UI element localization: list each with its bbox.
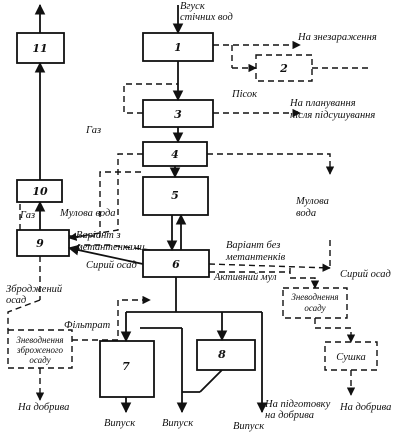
label-planning-1: На планування xyxy=(289,98,356,109)
block-6-number: 6 xyxy=(172,258,180,271)
block-4-number: 4 xyxy=(171,148,179,161)
label-variant-without-1: Варіант без xyxy=(226,240,280,251)
label-sludge-water-right-1: Мулова xyxy=(295,196,329,207)
label-prep-2: на добрива xyxy=(265,410,314,421)
label-raw-sediment-right: Сирий осад xyxy=(340,269,391,280)
main-flow-lines xyxy=(34,3,268,414)
label-raw-sediment-left: Сирий осад xyxy=(86,260,137,271)
block-7: 7 xyxy=(99,340,155,398)
block-6: 6 xyxy=(142,249,210,278)
label-fertilizer-left: На добрива xyxy=(17,402,69,413)
block-2: 2 xyxy=(255,54,313,82)
label-fermented-2: осад xyxy=(6,295,26,306)
block-11: 11 xyxy=(16,32,65,64)
label-variant-with-2: метантенками xyxy=(75,242,145,253)
block-5-number: 5 xyxy=(171,189,179,202)
label-inlet-2: стічних вод xyxy=(180,12,233,23)
block-5: 5 xyxy=(142,176,209,216)
dewatering-fermented-line-1: Зневоднення xyxy=(16,335,63,345)
block-3-number: 3 xyxy=(174,108,182,121)
label-filtrate: Фільтрат xyxy=(64,320,111,331)
block-1: 1 xyxy=(142,32,214,62)
label-sludge-water-left: Мулова вода xyxy=(59,208,116,219)
dewatering-right-line-2: осаду xyxy=(304,303,325,313)
block-8: 8 xyxy=(196,339,256,371)
block-9: 9 xyxy=(16,229,70,257)
labels: Вгуск стічних вод На знезараження Пісок … xyxy=(6,1,391,432)
block-3: 3 xyxy=(142,99,214,128)
block-drying: Сушка xyxy=(324,341,378,371)
label-inlet-1: Вгуск xyxy=(180,1,205,12)
label-activated-sludge: Активний мул xyxy=(213,272,277,283)
label-fermented-1: Зброджений xyxy=(6,284,63,295)
dewatering-fermented-line-2: зброженого xyxy=(16,345,64,355)
block-1-number: 1 xyxy=(174,41,182,54)
label-variant-with-1: Варіант з xyxy=(76,230,121,241)
block-4: 4 xyxy=(142,141,208,167)
label-prep-1: На підготовку xyxy=(264,399,331,410)
drying-label: Сушка xyxy=(336,352,366,363)
label-variant-without-2: метантенків xyxy=(225,252,286,263)
label-gas-lower: Газ xyxy=(19,210,35,221)
block-2-number: 2 xyxy=(279,62,288,75)
dashed-flow-lines xyxy=(7,40,372,401)
label-gas-upper: Газ xyxy=(85,125,101,136)
block-8-number: 8 xyxy=(218,348,226,361)
dewatering-fermented-line-3: осаду xyxy=(29,355,50,365)
block-9-number: 9 xyxy=(36,237,44,250)
block-11-number: 11 xyxy=(32,42,47,55)
label-sludge-water-right-2: вода xyxy=(296,208,316,219)
dewatering-right-line-1: Зневоднення xyxy=(291,292,338,302)
label-outlet-right: Випуск xyxy=(233,421,264,432)
block-10-number: 10 xyxy=(32,185,48,198)
block-dewatering-right: Зневоднення осаду xyxy=(282,287,348,319)
block-dewatering-fermented: Зневоднення зброженого осаду xyxy=(7,329,73,369)
label-sand: Пісок xyxy=(231,89,257,100)
label-fertilizer-right: На добрива xyxy=(339,402,391,413)
label-disinfection: На знезараження xyxy=(297,32,377,43)
label-outlet-8: Випуск xyxy=(162,418,193,429)
block-10: 10 xyxy=(16,179,63,203)
block-7-number: 7 xyxy=(122,360,130,373)
label-planning-2: після підсушування xyxy=(290,110,375,121)
label-outlet-7: Випуск xyxy=(104,418,135,429)
